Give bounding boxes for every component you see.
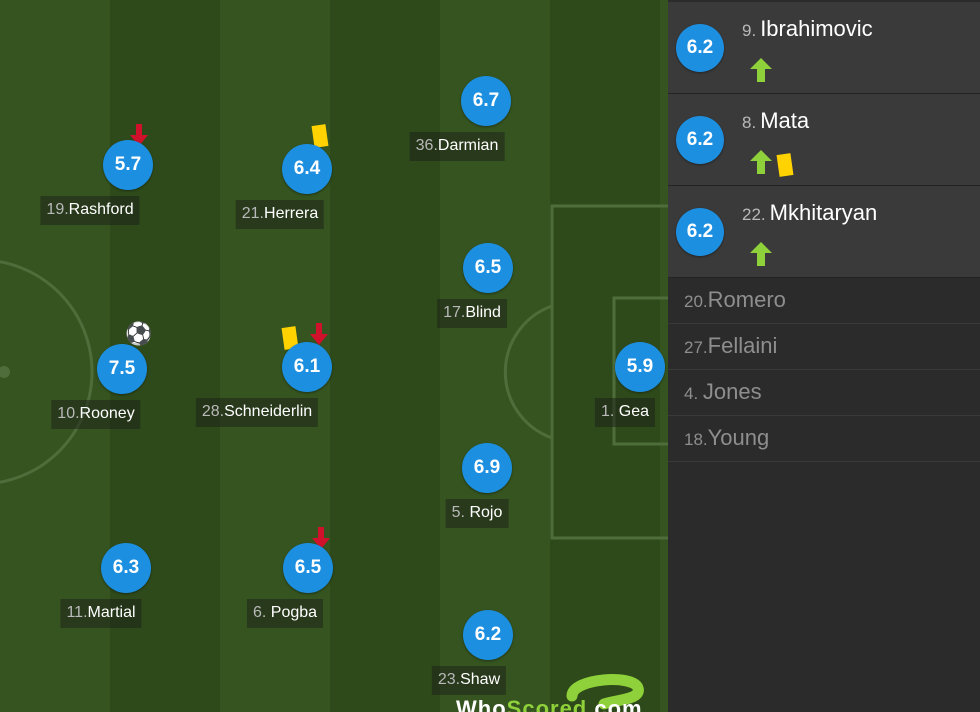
player-rating: 6.9	[462, 443, 512, 493]
player-label: 1. Gea	[594, 398, 656, 427]
subbed-off-arrow-icon	[310, 323, 328, 345]
pitch-markings	[0, 204, 668, 540]
player-rating: 6.2	[463, 610, 513, 660]
player-number: 18.	[684, 430, 708, 449]
subbed-on-arrow-icon	[750, 150, 772, 179]
player-number: 36.	[415, 137, 438, 154]
player-rating: 6.4	[282, 144, 332, 194]
unused-substitute-fellaini[interactable]: 27.Fellaini	[668, 324, 980, 370]
player-rating: 6.5	[283, 543, 333, 593]
player-label: 10.Rooney	[51, 400, 141, 429]
player-number: 19.	[46, 201, 69, 218]
player-label: 11.Martial	[60, 599, 142, 628]
player-label: 28.Schneiderlin	[195, 398, 319, 427]
substitute-row-mkhitaryan[interactable]: 6.2 22.Mkhitaryan	[668, 186, 980, 278]
player-rating: 6.2	[676, 116, 724, 164]
whoscored-wordmark: WhoScored.com	[456, 696, 643, 712]
player-name: Young	[707, 425, 770, 450]
player-label: 21.Herrera	[235, 200, 325, 229]
substitute-row-mata[interactable]: 6.2 8.Mata	[668, 94, 980, 186]
player-number: 28.	[201, 403, 225, 420]
player-number: 23.	[437, 671, 461, 688]
player-name: Darmian	[437, 137, 499, 154]
player-label: 23.Shaw	[431, 666, 507, 695]
substitutes-panel: 6.2 9.Ibrahimovic 6.2 8.Mata 6.2 22.Mkhi…	[668, 0, 980, 712]
player-name: Shaw	[460, 671, 501, 688]
player-number: 20.	[684, 292, 708, 311]
pitch: 5.7 19.Rashford 6.4 21.Herrera 6.7 36.Da…	[0, 0, 668, 712]
player-rating: 6.1	[282, 342, 332, 392]
player-number: 4.	[684, 384, 703, 403]
player-number: 10.	[57, 405, 80, 422]
player-number: 1.	[600, 403, 619, 420]
player-name: Martial	[87, 604, 136, 621]
player-number: 8.	[742, 113, 757, 132]
player-label: 36.Darmian	[409, 132, 505, 161]
unused-substitute-jones[interactable]: 4. Jones	[668, 370, 980, 416]
player-rating: 6.2	[676, 208, 724, 256]
player-name: Rashford	[68, 201, 134, 218]
player-name: Blind	[465, 304, 501, 321]
player-name: Mkhitaryan	[769, 200, 878, 225]
player-name: Gea	[618, 403, 650, 420]
player-name: Fellaini	[707, 333, 778, 358]
player-label: 9.Ibrahimovic	[742, 16, 873, 42]
player-rating: 7.5	[97, 344, 147, 394]
player-label: 19.Rashford	[40, 196, 140, 225]
player-number: 9.	[742, 21, 757, 40]
unused-substitute-romero[interactable]: 20.Romero	[668, 278, 980, 324]
player-name: Rojo	[469, 504, 503, 521]
player-rating: 5.9	[615, 342, 665, 392]
subbed-on-arrow-icon	[750, 242, 772, 271]
player-number: 21.	[241, 205, 265, 222]
player-name: Schneiderlin	[224, 403, 313, 420]
player-name: Herrera	[264, 205, 319, 222]
player-number: 27.	[684, 338, 708, 357]
player-number: 11.	[66, 604, 88, 621]
player-name: Mata	[760, 108, 810, 133]
unused-substitute-young[interactable]: 18.Young	[668, 416, 980, 462]
goal-ball-icon: ⚽	[125, 321, 153, 346]
player-name: Pogba	[270, 604, 318, 621]
player-name: Rooney	[79, 405, 135, 422]
player-label: 8.Mata	[742, 108, 809, 134]
player-rating: 6.2	[676, 24, 724, 72]
player-label: 6. Pogba	[246, 599, 324, 628]
player-number: 17.	[443, 304, 466, 321]
player-rating: 5.7	[103, 140, 153, 190]
player-number: 5.	[451, 504, 470, 521]
player-name: Romero	[707, 287, 786, 312]
yellow-card-icon	[776, 152, 794, 177]
subbed-on-arrow-icon	[750, 58, 772, 87]
player-label: 22.Mkhitaryan	[742, 200, 877, 226]
player-number: 22.	[742, 205, 766, 224]
player-name: Jones	[702, 379, 762, 404]
player-label: 5. Rojo	[445, 499, 509, 528]
player-label: 17.Blind	[437, 299, 507, 328]
player-name: Ibrahimovic	[760, 16, 873, 41]
substitute-row-ibrahimovic[interactable]: 6.2 9.Ibrahimovic	[668, 2, 980, 94]
player-rating: 6.3	[101, 543, 151, 593]
player-rating: 6.7	[461, 76, 511, 126]
whoscored-logo: WhoScored.com	[456, 674, 668, 712]
player-rating: 6.5	[463, 243, 513, 293]
player-number: 6.	[252, 604, 271, 621]
